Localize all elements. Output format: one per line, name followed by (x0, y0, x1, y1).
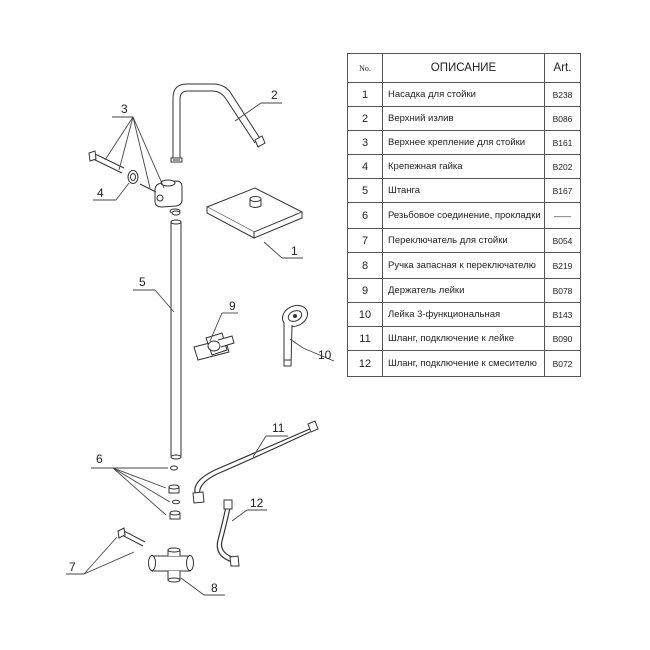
row-description: Верхнее крепление для стойки (382, 130, 545, 155)
part-hose-mixer (216, 499, 240, 567)
table-row: 10 Лейка 3-функциональная B143 (347, 302, 581, 327)
row-description: Верхний излив (382, 106, 545, 131)
table-row: 8 Ручка запасная к переключателю B219 (347, 252, 581, 279)
table-row: 12 Шланг, подключение к смесителю B072 (347, 350, 581, 377)
parts-table: No. ОПИСАНИЕ Art. 1 Насадка для стойки B… (347, 53, 581, 377)
table-row: 2 Верхний излив B086 (347, 106, 581, 131)
table-row: 5 Штанга B167 (347, 178, 581, 203)
row-article: B143 (544, 302, 581, 327)
callout-7: 7 (69, 560, 76, 574)
row-number: 12 (347, 350, 383, 377)
exploded-parts-diagram: 2 3 4 1 5 9 10 11 6 12 7 8 (66, 83, 335, 596)
row-description: Держатель лейки (382, 278, 545, 303)
part-hose-handshower (192, 420, 319, 504)
row-description: Насадка для стойки (382, 82, 545, 107)
row-description: Шланг, подключение к смесителю (382, 350, 545, 377)
part-diverter (117, 527, 194, 572)
callout-9: 9 (229, 299, 236, 313)
row-number: 9 (347, 278, 383, 303)
row-number: 5 (347, 178, 383, 203)
row-article: B161 (544, 130, 581, 155)
callout-6: 6 (96, 452, 103, 466)
table-row: 1 Насадка для стойки B238 (347, 82, 581, 107)
callout-8: 8 (211, 581, 218, 595)
header-description: ОПИСАНИЕ (382, 53, 545, 83)
row-article: B072 (544, 350, 581, 377)
row-description: Ручка запасная к переключателю (382, 252, 545, 279)
row-article: —— (544, 202, 581, 229)
callout-labels: 2 3 4 1 5 9 10 11 6 12 7 8 (69, 88, 332, 595)
row-description: Крепежная гайка (382, 154, 545, 179)
row-article: B219 (544, 252, 581, 279)
callout-1: 1 (291, 244, 298, 258)
row-number: 4 (347, 154, 383, 179)
row-description: Лейка 3-функциональная (382, 302, 545, 327)
part-upper-spout (170, 83, 266, 163)
row-number: 2 (347, 106, 383, 131)
table-row: 3 Верхнее крепление для стойки B161 (347, 130, 581, 155)
header-no: No. (347, 53, 383, 83)
table-row: 7 Переключатель для стойки B054 (347, 228, 581, 253)
row-description: Резьбовое соединение, прокладки (382, 202, 545, 229)
part-spare-handle (167, 571, 181, 583)
part-hand-shower (281, 304, 309, 367)
row-number: 3 (347, 130, 383, 155)
table-row: 11 Шланг, подключение к лейке B090 (347, 326, 581, 351)
callout-4: 4 (97, 186, 104, 200)
part-shower-head (205, 187, 304, 239)
leader-lines (66, 102, 335, 596)
row-article: B167 (544, 178, 581, 203)
callout-11: 11 (272, 421, 285, 435)
part-handshower-holder (193, 332, 235, 361)
row-number: 8 (347, 252, 383, 279)
table-header-row: No. ОПИСАНИЕ Art. (347, 53, 581, 83)
callout-5: 5 (139, 275, 146, 289)
row-article: B238 (544, 82, 581, 107)
table-row: 9 Держатель лейки B078 (347, 278, 581, 303)
row-description: Шланг, подключение к лейке (382, 326, 545, 351)
table-row: 4 Крепежная гайка B202 (347, 154, 581, 179)
part-rod (170, 210, 182, 460)
row-article: B090 (544, 326, 581, 351)
callout-10: 10 (318, 348, 332, 362)
row-number: 1 (347, 82, 383, 107)
row-description: Штанга (382, 178, 545, 203)
row-article: B078 (544, 278, 581, 303)
callout-2: 2 (271, 88, 278, 102)
row-number: 6 (347, 202, 383, 229)
callout-12: 12 (250, 496, 264, 510)
row-number: 7 (347, 228, 383, 253)
part-fixing-nut (127, 170, 139, 184)
callout-3: 3 (121, 102, 128, 116)
part-connections-gaskets (168, 465, 181, 520)
table-row: 6 Резьбовое соединение, прокладки —— (347, 202, 581, 229)
row-article: B202 (544, 154, 581, 179)
row-number: 11 (347, 326, 383, 351)
row-article: B054 (544, 228, 581, 253)
row-description: Переключатель для стойки (382, 228, 545, 253)
row-number: 10 (347, 302, 383, 327)
header-art: Art. (544, 53, 581, 83)
row-article: B086 (544, 106, 581, 131)
